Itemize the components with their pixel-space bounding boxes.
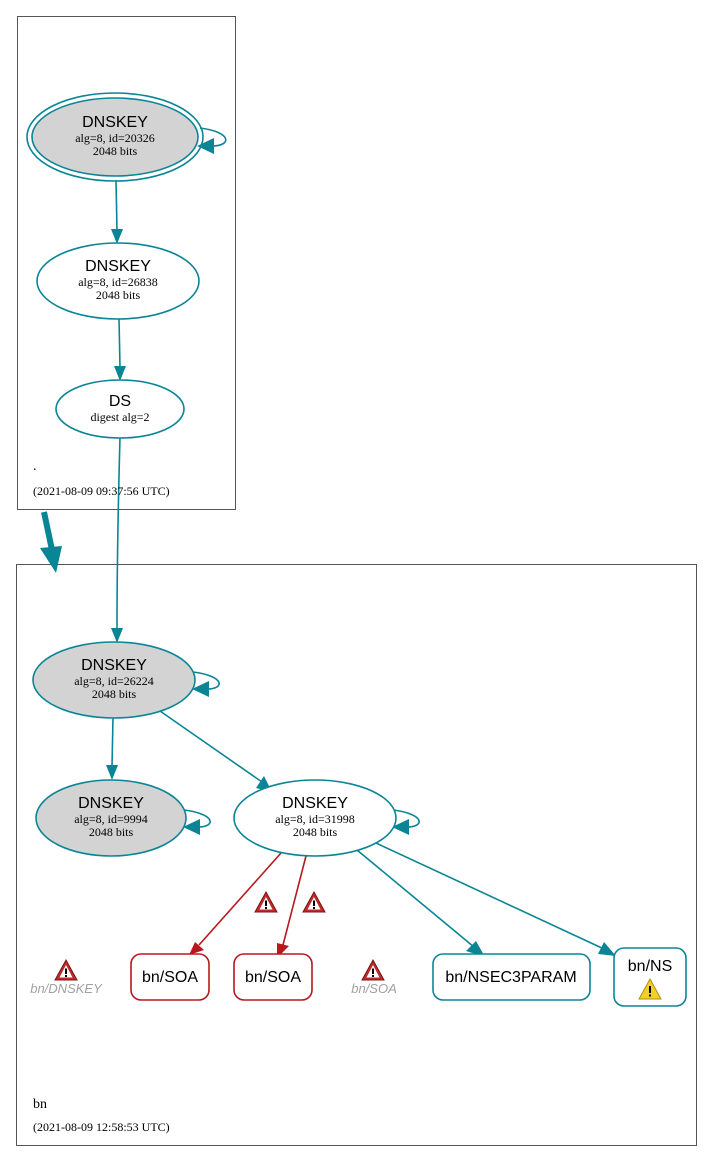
root-zsk-bits: 2048 bits [96, 288, 141, 302]
bn-ns-label: bn/NS [628, 958, 672, 975]
bn-ksk-self-loop [192, 671, 220, 690]
bn-ksk-node[interactable]: DNSKEY alg=8, id=26224 2048 bits [32, 641, 196, 719]
bn-nsec3param-record[interactable]: bn/NSEC3PARAM [432, 953, 591, 1001]
bn-key2-title: DNSKEY [78, 795, 144, 812]
root-zone-timestamp: (2021-08-09 09:37:56 UTC) [33, 484, 170, 498]
root-ksk-alg: alg=8, id=20326 [75, 131, 155, 145]
bn-ksk-bits: 2048 bits [92, 687, 137, 701]
bn-zsk-self-loop [392, 809, 420, 828]
bn-zsk-to-soa2-edge [282, 855, 307, 946]
bn-soa2-record[interactable]: bn/SOA [233, 953, 313, 1001]
bn-zone-box [16, 564, 697, 1146]
bn-key2-self-loop [183, 809, 211, 828]
bn-ns-record[interactable]: bn/NS [613, 947, 687, 1007]
bn-dnskey-warning-icon [54, 959, 78, 981]
bn-ksk-to-key2-edge [111, 716, 114, 768]
bn-ksk-title: DNSKEY [81, 657, 147, 674]
bn-zone-name: bn [33, 1097, 47, 1112]
bn-soa1-record[interactable]: bn/SOA [130, 953, 210, 1001]
bn-ksk-to-zsk-edge [159, 710, 263, 783]
root-ds-node[interactable]: DS digest alg=2 [55, 379, 185, 439]
bn-key2-node[interactable]: DNSKEY alg=8, id=9994 2048 bits [35, 779, 187, 857]
bn-soa-missing-record[interactable]: bn/SOA [351, 959, 397, 996]
root-zsk-to-ds-edge [118, 317, 121, 369]
root-ksk-node[interactable]: DNSKEY alg=8, id=20326 2048 bits [26, 92, 204, 182]
root-zsk-node[interactable]: DNSKEY alg=8, id=26838 2048 bits [36, 242, 200, 320]
bn-zsk-to-soa1-edge [198, 852, 282, 946]
bn-soa-warning-icon [361, 959, 385, 981]
root-arrowheads [111, 138, 214, 643]
bn-dnskey-missing-record[interactable]: bn/DNSKEY [30, 959, 103, 996]
bn-zsk-title: DNSKEY [282, 795, 348, 812]
bn-zone-timestamp: (2021-08-09 12:58:53 UTC) [33, 1120, 170, 1134]
root-ds-title: DS [109, 393, 131, 410]
bn-ksk-alg: alg=8, id=26224 [74, 674, 154, 688]
root-zsk-title: DNSKEY [85, 258, 151, 275]
bn-zsk-to-ns-edge [375, 842, 605, 950]
root-zsk-alg: alg=8, id=26838 [78, 275, 158, 289]
root-ds-digest: digest alg=2 [90, 410, 149, 424]
root-ksk-title: DNSKEY [82, 114, 148, 131]
bn-soa1-label: bn/SOA [142, 969, 198, 986]
bn-key2-alg: alg=8, id=9994 [74, 812, 148, 826]
bn-key2-bits: 2048 bits [89, 825, 134, 839]
delegation-arrowhead [40, 546, 62, 573]
bn-arrowheads [106, 681, 616, 957]
delegation-arrow [41, 511, 55, 551]
root-ksk-to-zsk-edge [115, 179, 118, 232]
root-zone-box [17, 16, 236, 510]
bn-zsk-alg: alg=8, id=31998 [275, 812, 355, 826]
bn-zsk-bits: 2048 bits [293, 825, 338, 839]
root-edges [115, 127, 227, 631]
bn-zsk-node[interactable]: DNSKEY alg=8, id=31998 2048 bits [233, 779, 397, 857]
soa2-edge-warning-icon [302, 891, 326, 913]
root-zone-name: . [33, 459, 37, 474]
bn-dnskey-missing-label: bn/DNSKEY [30, 981, 103, 996]
bn-nsec3param-label: bn/NSEC3PARAM [445, 969, 576, 986]
bn-zsk-to-nsec3param-edge [356, 849, 475, 948]
ds-to-bn-ksk-edge [116, 436, 121, 631]
bn-soa2-label: bn/SOA [245, 969, 301, 986]
root-ksk-bits: 2048 bits [93, 144, 138, 158]
bn-edges [111, 671, 605, 950]
bn-soa-missing-label: bn/SOA [351, 981, 397, 996]
bn-error-edges [198, 852, 307, 946]
root-ksk-self-loop [199, 127, 227, 147]
soa1-edge-warning-icon [254, 891, 278, 913]
